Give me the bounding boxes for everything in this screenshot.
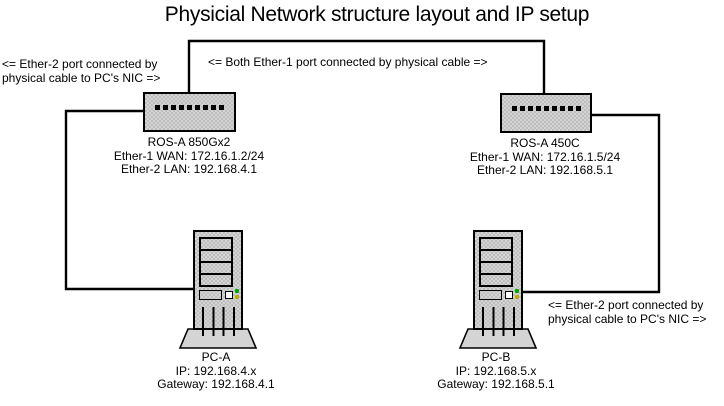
annotation-right: <= Ether-2 port connected by physical ca… [548, 298, 707, 326]
power-button-icon [505, 291, 513, 299]
annotation-left-line1: <= Ether-2 port connected by [2, 57, 158, 71]
cable-router-a-to-pc-a [64, 109, 195, 291]
pc-a-tower [178, 230, 258, 352]
router-a-labels: ROS-A 850Gx2 Ether-1 WAN: 172.16.1.2/24 … [89, 135, 289, 177]
annotation-right-line2: physical cable to PC's NIC => [548, 311, 707, 326]
router-a-ether2-lan: Ether-2 LAN: 192.168.4.1 [120, 162, 258, 176]
pc-a-ip: IP: 192.168.4.x [175, 363, 257, 378]
hdd-led-yellow-icon [235, 295, 239, 299]
ethernet-ports-icon [155, 105, 224, 110]
router-b-ether1-wan: Ether-1 WAN: 172.16.1.5/24 [469, 149, 621, 164]
drive-bays-icon [479, 237, 513, 287]
annotation-left: <= Ether-2 port connected by physical ca… [2, 57, 161, 85]
power-button-icon [225, 291, 233, 299]
pc-b-tower [458, 230, 538, 352]
drive-bays-icon [199, 237, 233, 287]
router-b-ether2-lan: Ether-2 LAN: 192.168.5.1 [476, 163, 614, 177]
floppy-slot-icon [199, 290, 222, 300]
cable-router-b-to-pc-b [521, 113, 661, 294]
power-led-green-icon [235, 289, 239, 293]
pc-b-labels: PC-B IP: 192.168.5.x Gateway: 192.168.5.… [396, 350, 596, 392]
pc-b-name: PC-B [481, 350, 511, 364]
floppy-slot-icon [479, 290, 502, 300]
hdd-led-yellow-icon [515, 295, 519, 299]
vents-icon [482, 307, 515, 336]
router-a-name: ROS-A 850Gx2 [147, 135, 231, 149]
router-b-device [500, 93, 592, 133]
diagram-title: Physicial Network structure layout and I… [164, 3, 590, 26]
router-b-labels: ROS-A 450C Ether-1 WAN: 172.16.1.5/24 Et… [445, 136, 645, 178]
pc-a-gateway: Gateway: 192.168.4.1 [157, 377, 275, 391]
pc-a-name: PC-A [201, 350, 231, 364]
router-a-device [143, 92, 236, 132]
cable-both-ether1 [187, 39, 546, 94]
pc-b-ip: IP: 192.168.5.x [455, 363, 537, 378]
annotation-middle: <= Both Ether-1 port connected by physic… [208, 55, 488, 69]
annotation-right-line1: <= Ether-2 port connected by [548, 298, 704, 312]
pc-b-gateway: Gateway: 192.168.5.1 [437, 377, 555, 391]
router-b-name: ROS-A 450C [510, 136, 580, 150]
pc-a-labels: PC-A IP: 192.168.4.x Gateway: 192.168.4.… [116, 350, 316, 392]
vents-icon [202, 307, 235, 336]
annotation-left-line2: physical cable to PC's NIC => [2, 70, 161, 85]
router-a-ether1-wan: Ether-1 WAN: 172.16.1.2/24 [113, 148, 265, 163]
ethernet-ports-icon [511, 106, 581, 111]
power-led-green-icon [515, 289, 519, 293]
